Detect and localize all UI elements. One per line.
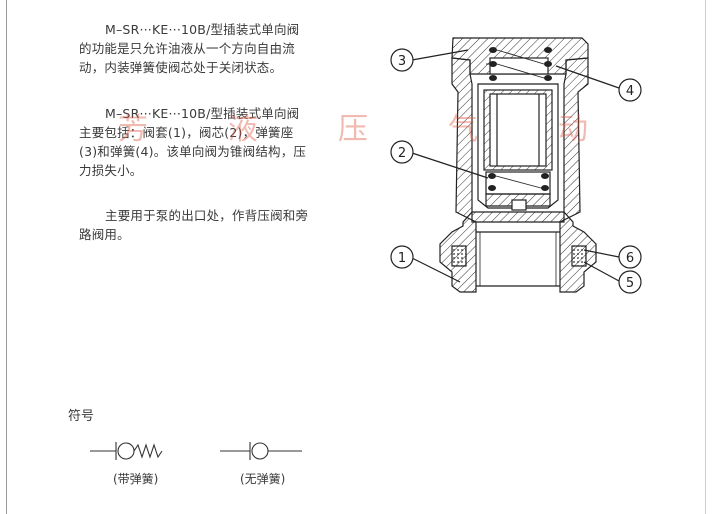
callout-4-label: 4 [626, 84, 634, 99]
check-valve-symbol-without-spring [220, 442, 302, 460]
valve-sleeve-left [439, 57, 477, 293]
valve-seat [471, 211, 565, 223]
check-valve-symbol-with-spring [90, 442, 163, 460]
description-paragraph-3-text: 主要用于泵的出口处，作背压阀和旁路阀用。 [79, 208, 309, 242]
callout-6-label: 6 [626, 251, 634, 266]
callout-5-label: 5 [626, 276, 634, 291]
callout-1-label: 1 [398, 251, 406, 266]
callout-3: 3 [390, 48, 414, 72]
description-paragraph-1: M–SR···KE···10B/型插装式单向阀的功能是只允许油液从一个方向自由流… [79, 20, 311, 77]
page-right-rule [705, 0, 706, 514]
description-paragraph-3: 主要用于泵的出口处，作背压阀和旁路阀用。 [79, 206, 311, 244]
description-paragraph-1-text: M–SR···KE···10B/型插装式单向阀的功能是只允许油液从一个方向自由流… [79, 22, 300, 75]
callout-3-label: 3 [398, 54, 406, 69]
callout-1: 1 [390, 245, 414, 269]
page-left-rule [6, 0, 7, 514]
symbol-caption-without-spring: (无弹簧) [240, 472, 286, 486]
symbol-section-title: 符号 [68, 409, 95, 424]
symbol-caption-with-spring: (带弹簧) [113, 472, 159, 486]
callout-5: 5 [618, 270, 642, 294]
callout-2-label: 2 [398, 146, 406, 161]
callout-6: 6 [618, 245, 642, 269]
callout-2: 2 [390, 140, 414, 164]
description-paragraph-2: M–SR···KE···10B/型插装式单向阀主要包括：阀套(1)，阀芯(2)，… [79, 104, 311, 180]
description-paragraph-2-text: M–SR···KE···10B/型插装式单向阀主要包括：阀套(1)，阀芯(2)，… [79, 106, 307, 178]
valve-sleeve-right [559, 57, 597, 293]
callout-4: 4 [618, 78, 642, 102]
